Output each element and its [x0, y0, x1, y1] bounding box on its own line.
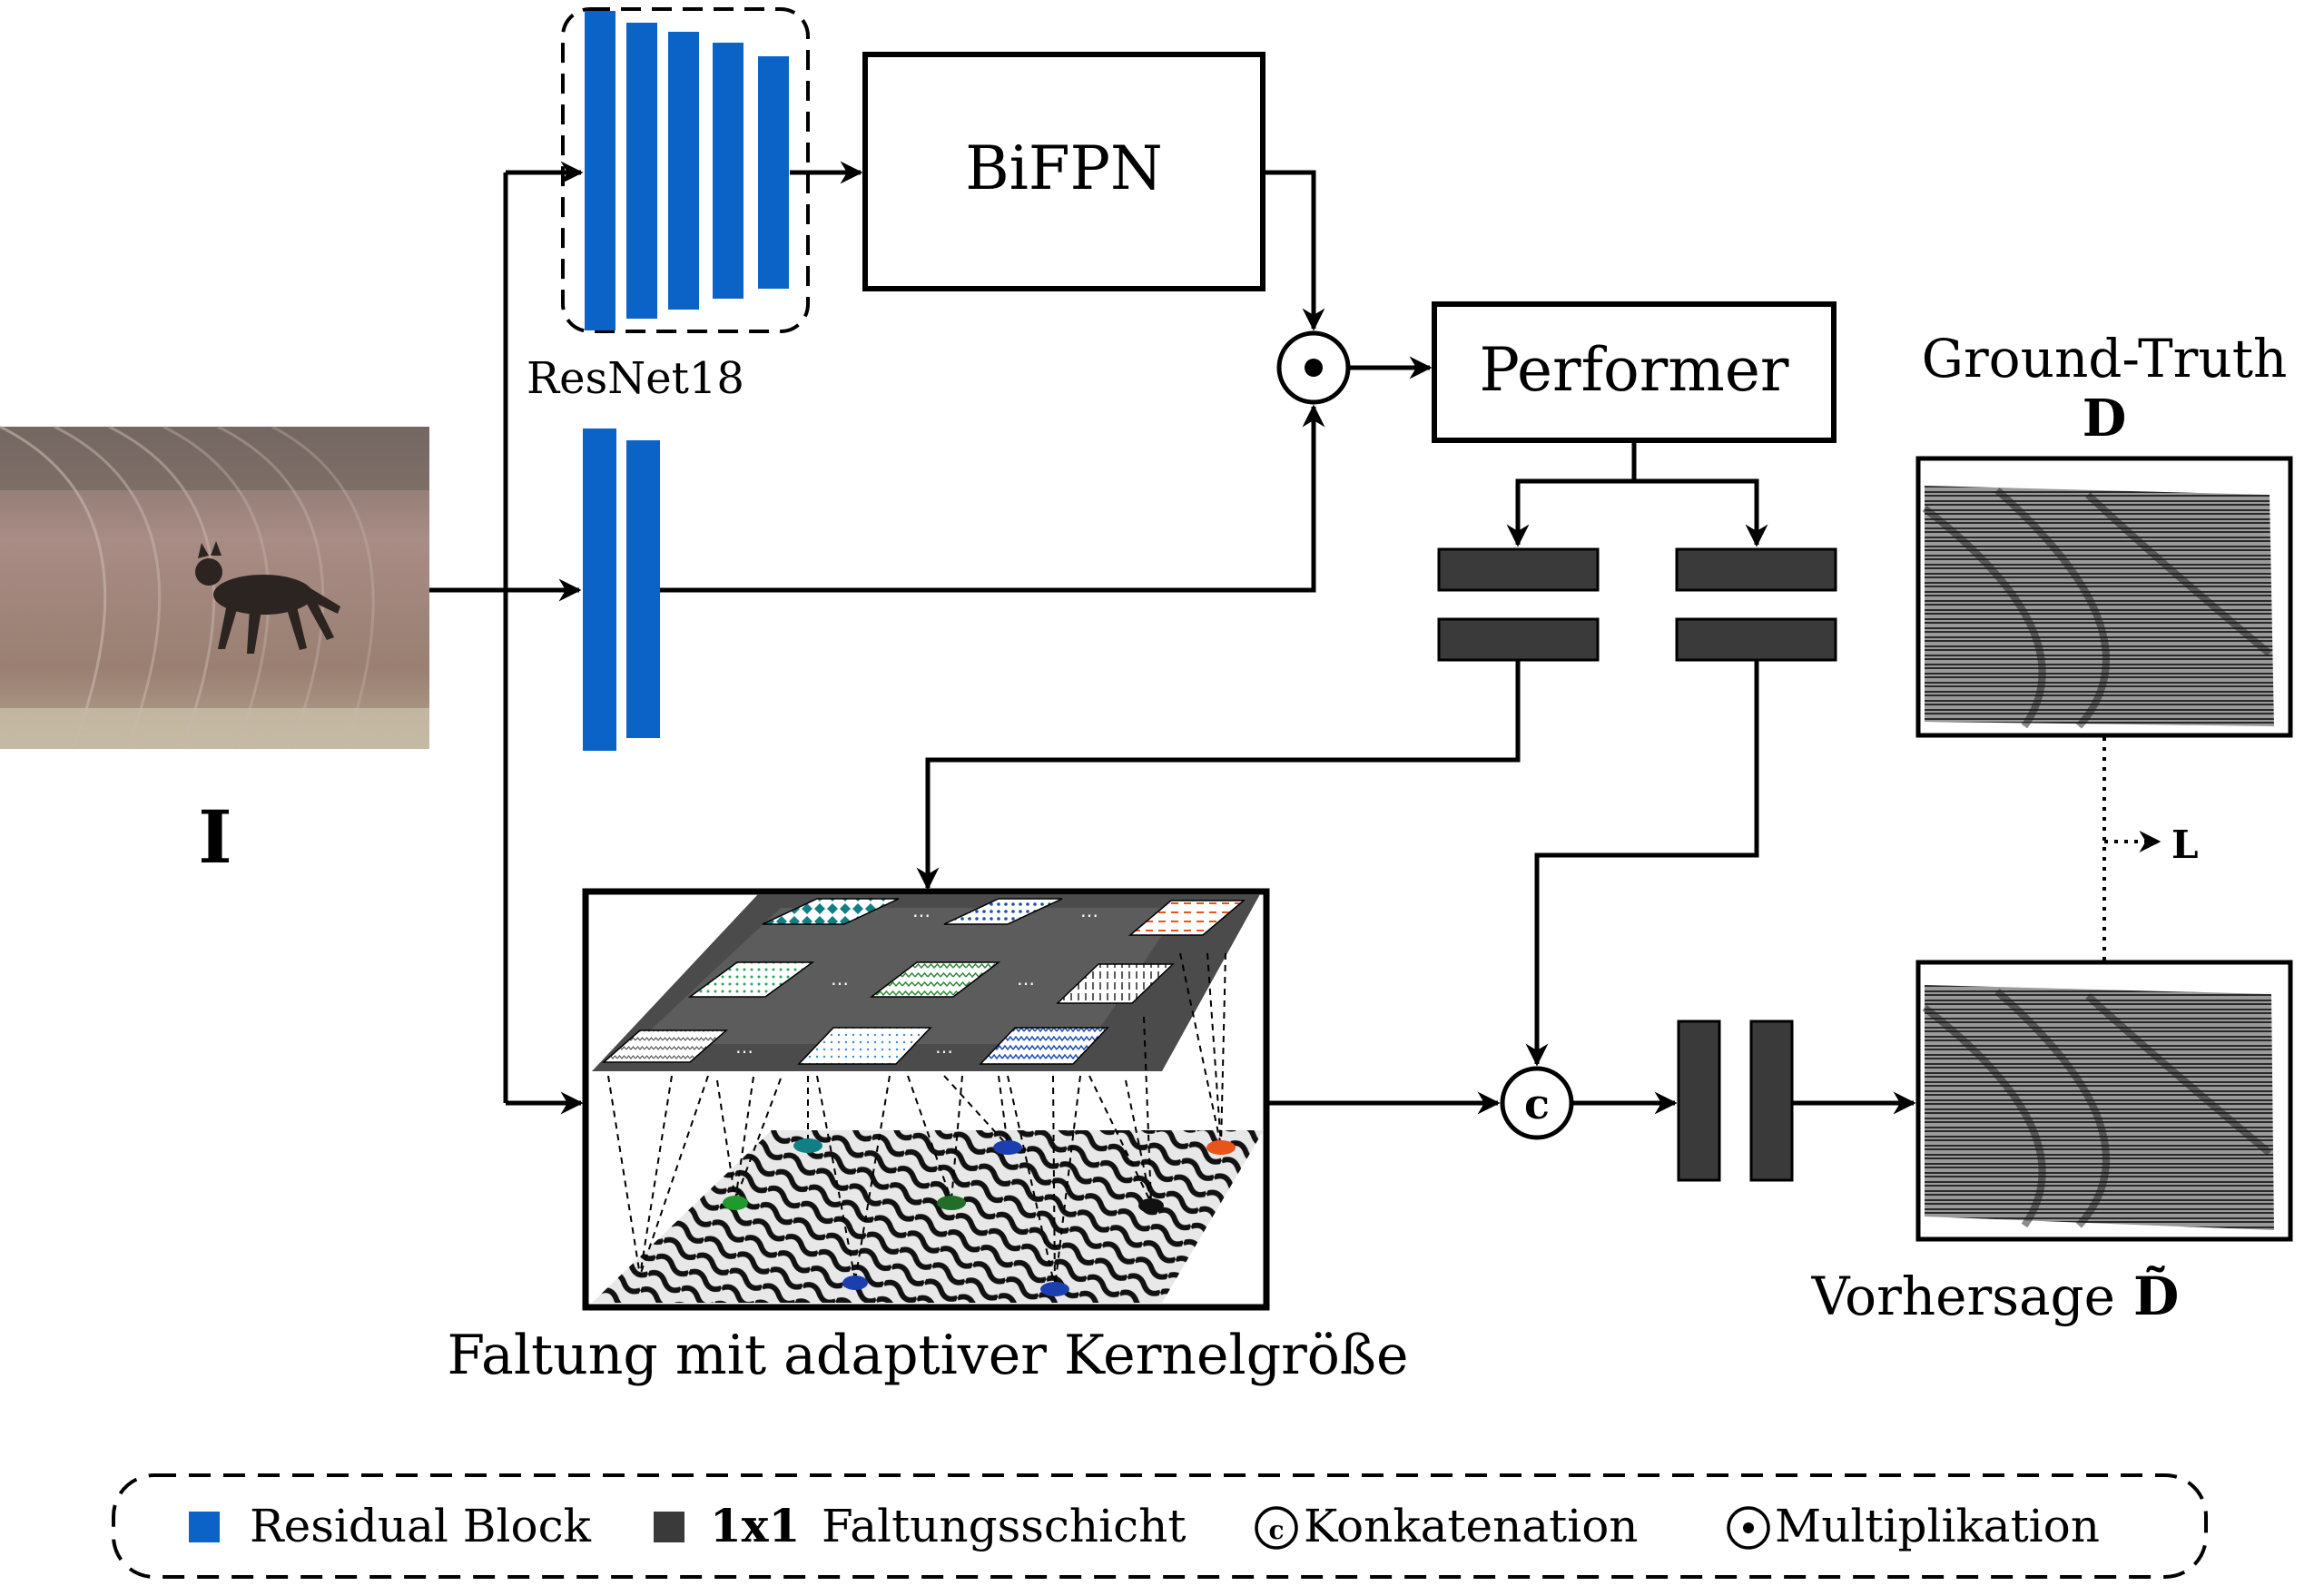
legend-concat-icon-letter: c: [1268, 1515, 1284, 1545]
prediction-image: [1925, 985, 2274, 1230]
concat-symbol: c: [1524, 1079, 1550, 1128]
middle-residual-blocks: [583, 429, 660, 751]
dog-silhouette: [195, 541, 340, 654]
residual-block: [583, 429, 616, 751]
final-conv-pair: [1677, 1020, 1794, 1182]
adaptive-conv-illustration: … … … … … …: [582, 888, 1270, 1311]
ground-truth-image: [1925, 486, 2274, 726]
conv-pair-left: [1437, 547, 1600, 662]
prediction-label: Vorhersage: [1811, 1266, 2115, 1327]
conv-1x1-block: [1749, 1020, 1794, 1182]
input-symbol: I: [198, 794, 231, 880]
legend-box: [112, 1473, 2208, 1579]
legend-conv: Faltungsschicht: [822, 1500, 1186, 1552]
residual-block: [626, 23, 657, 319]
concatenation-node: c: [1500, 1066, 1574, 1140]
svg-text:…: …: [935, 1036, 953, 1058]
conv-1x1-block: [1677, 1020, 1721, 1182]
svg-text:…: …: [1080, 900, 1098, 921]
adaptive-conv-label: Faltung mit adaptiver Kernelgröße: [447, 1324, 1408, 1387]
legend-residual: Residual Block: [250, 1500, 592, 1552]
residual-block: [668, 32, 699, 310]
connectors: [429, 161, 1916, 1115]
legend-conv-bold: 1x1: [710, 1499, 800, 1552]
legend-mult: Multiplikation: [1775, 1500, 2100, 1552]
residual-block: [758, 56, 789, 289]
ground-truth-symbol: D: [2083, 389, 2127, 448]
loss-symbol: L: [2171, 823, 2199, 867]
svg-text:…: …: [912, 900, 931, 921]
bifpn-label: BiFPN: [965, 133, 1163, 203]
performer-label: Performer: [1480, 335, 1789, 405]
conv-pair-right: [1675, 547, 1837, 662]
residual-block: [713, 43, 743, 299]
resnet-label: ResNet18: [527, 353, 744, 404]
conv-1x1-block: [1675, 617, 1837, 662]
svg-text:…: …: [831, 968, 849, 990]
residual-block: [626, 440, 660, 738]
ground-truth-label: Ground-Truth: [1922, 328, 2288, 389]
feature-plane: [592, 1130, 1264, 1303]
conv-1x1-block: [1437, 547, 1600, 592]
conv-1x1-block: [1675, 547, 1837, 592]
prediction-symbol: D̃: [2133, 1265, 2179, 1327]
multiplication-node: [1276, 330, 1351, 405]
residual-block: [585, 11, 615, 330]
conv-1x1-block: [1437, 617, 1600, 662]
legend-residual-swatch: [189, 1512, 220, 1542]
legend-concat-icon: [1255, 1506, 1298, 1550]
svg-text:…: …: [1017, 968, 1035, 990]
legend-concat: Konkatenation: [1304, 1500, 1639, 1552]
legend-conv-swatch: [654, 1512, 684, 1542]
resnet-blocks: [585, 11, 789, 330]
svg-text:…: …: [735, 1036, 753, 1058]
input-image: [0, 425, 429, 750]
legend: Residual Block 1x1 Faltungsschicht c Kon…: [112, 1473, 2208, 1579]
